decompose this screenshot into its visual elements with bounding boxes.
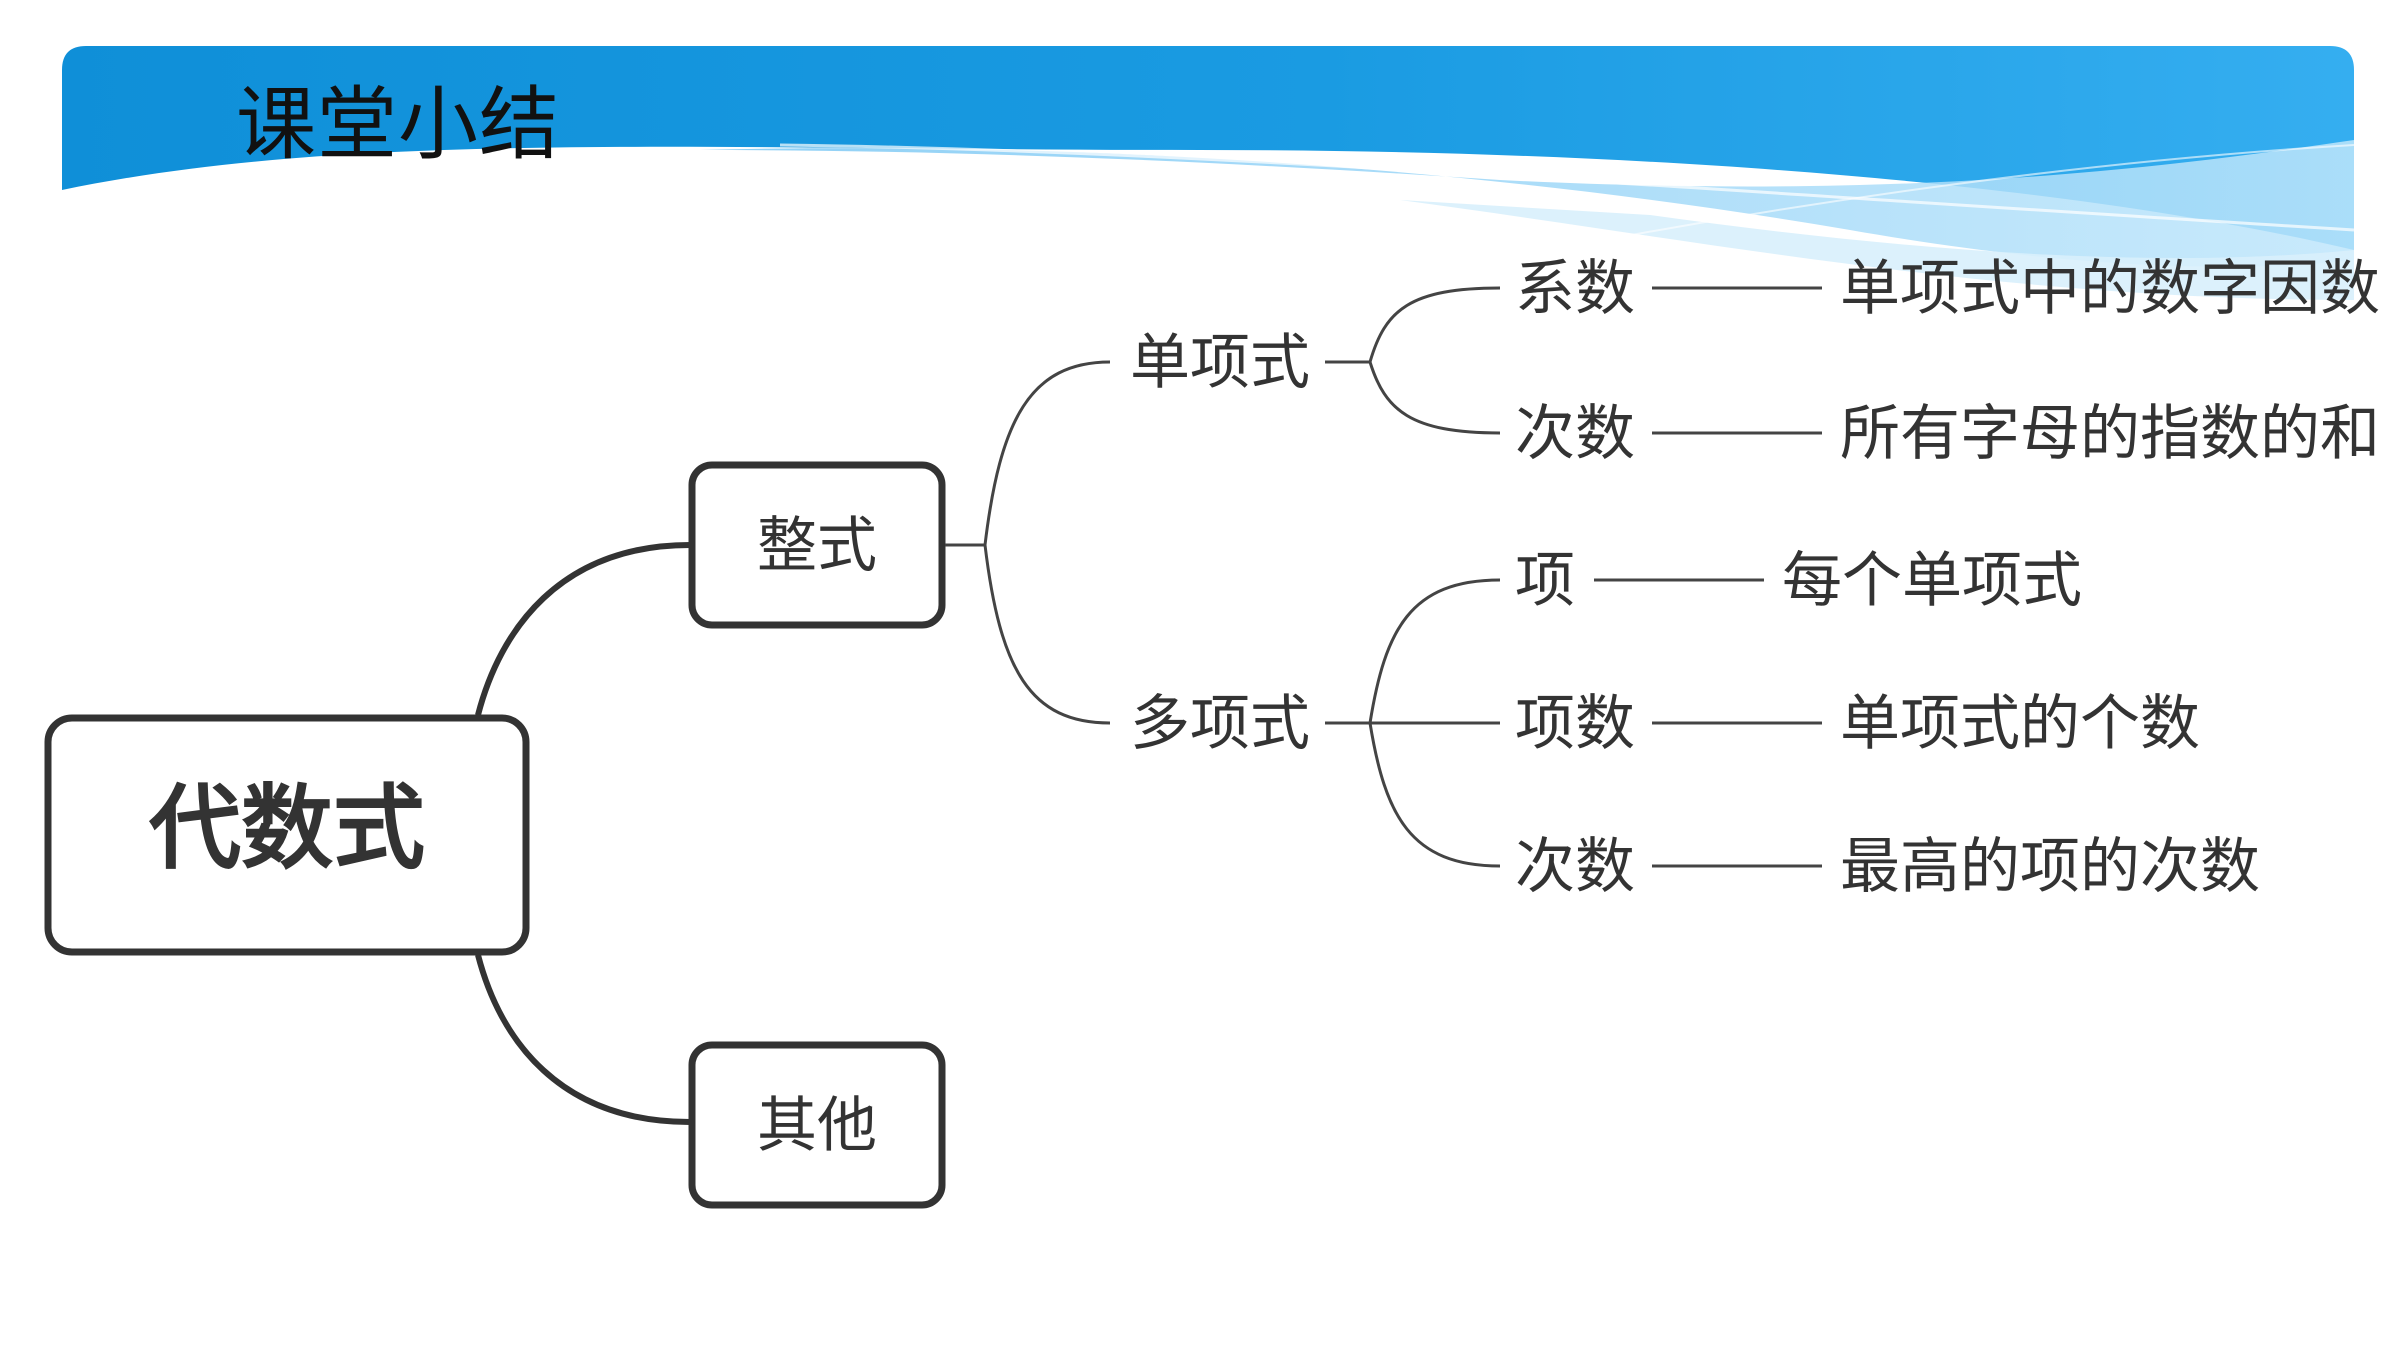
- term-cishu-danxiangshi: 次数: [1515, 399, 1635, 469]
- label-zhengshi: 整式: [757, 511, 877, 581]
- term-xishu: 系数: [1515, 254, 1635, 324]
- root-node: [44, 714, 530, 956]
- def-xiang: 每个单项式: [1782, 546, 2082, 616]
- label-danxiangshi: 单项式: [1130, 328, 1310, 398]
- term-cishu-duoxiangshi: 次数: [1515, 832, 1635, 902]
- header-banner: [62, 46, 2355, 300]
- connector-zhengshi-duoxiangshi: [983, 544, 1111, 725]
- def-cishu-danxiangshi: 所有字母的指数的和: [1840, 399, 2380, 469]
- def-cishu-duoxiangshi: 最高的项的次数: [1840, 832, 2260, 902]
- connector-duoxiangshi-xiang: [1368, 578, 1501, 724]
- connector-danxiangshi-cishu: [1368, 361, 1501, 435]
- term-xiangshu: 项数: [1515, 689, 1635, 759]
- connector-zhengshi-danxiangshi: [983, 360, 1111, 546]
- term-xiang: 项: [1515, 546, 1575, 616]
- connector-duoxiangshi-cishu: [1368, 722, 1501, 868]
- label-qita: 其他: [757, 1091, 877, 1161]
- connector-root-qita: [475, 954, 691, 1125]
- root-label: 代数式: [148, 775, 425, 882]
- def-xishu: 单项式中的数字因数: [1840, 254, 2380, 324]
- def-xiangshu: 单项式的个数: [1840, 689, 2200, 759]
- label-duoxiangshi: 多项式: [1130, 689, 1310, 759]
- connector-danxiangshi-xishu: [1368, 286, 1501, 363]
- node-qita: [688, 1041, 946, 1209]
- connector-root-zhengshi: [475, 542, 691, 716]
- slide-title: 课堂小结: [236, 78, 560, 171]
- node-zhengshi: [688, 461, 946, 629]
